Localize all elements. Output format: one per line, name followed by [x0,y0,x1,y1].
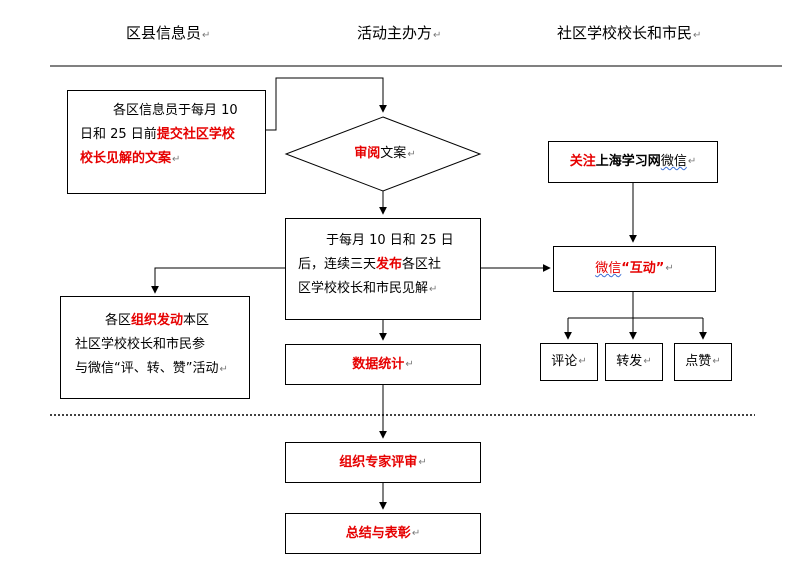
organize-line3: 与微信“评、转、赞”活动 [75,361,219,376]
header-principals-citizens-label: 社区学校校长和市民 [557,24,693,42]
header-county-informant-label: 区县信息员 [126,24,202,42]
stats-label: 数据统计 [352,356,405,372]
publish-line1: 于每月 10 日和 25 日 [326,233,454,248]
arrow-publish-to-organize [151,267,285,294]
submission-line2-highlight: 提交社区学校 [156,127,235,142]
organize-line1-post: 本区 [183,313,210,328]
return-mark: ↵ [172,154,181,165]
review-label-highlight: 审阅 [354,146,381,161]
expert-review-label: 组织专家评审 [339,454,418,470]
submission-box: 各区信息员于每月 10 日和 25 日前提交社区学校 校长见解的文案↵ [67,90,266,194]
header-organizer-label: 活动主办方 [357,24,433,42]
return-mark: ↵ [687,156,697,167]
return-mark: ↵ [407,149,416,160]
arrow-left-box-to-review [266,77,387,131]
comment-label: 评论 [551,354,578,369]
submission-line2-text: 日和 25 日前 [80,127,157,142]
return-mark: ↵ [712,356,721,367]
return-mark: ↵ [219,364,228,375]
submission-line3-highlight: 校长见解的文案 [80,151,172,166]
follow-highlight: 关注 [569,154,596,169]
comment-box: 评论↵ [540,343,598,381]
like-label: 点赞 [685,354,712,369]
like-box: 点赞↵ [674,343,732,381]
publish-line2-pre: 后，连续三天 [298,257,377,272]
return-mark: ↵ [693,30,702,41]
organize-line1-highlight: 组织发动 [131,313,184,328]
publish-line2-highlight: 发布 [376,257,403,272]
return-mark: ↵ [578,356,587,367]
return-mark: ↵ [665,263,674,274]
return-mark: ↵ [429,284,438,295]
submission-line1: 各区信息员于每月 10 [113,103,238,118]
summary-label: 总结与表彰 [345,525,411,541]
publish-line2-post: 各区社 [402,257,442,272]
return-mark: ↵ [411,527,421,539]
return-mark: ↵ [433,30,442,41]
return-mark: ↵ [202,30,211,41]
follow-wechat-box: 关注上海学习网微信↵ [548,141,718,183]
interact-box: 微信“互动”↵ [553,246,716,292]
expert-review-box: 组织专家评审↵ [285,442,481,483]
forward-box: 转发↵ [605,343,663,381]
header-principals-citizens: 社区学校校长和市民↵ [557,22,701,43]
follow-wechat: 微信 [660,154,687,169]
review-label: 审阅文案↵ [340,144,430,165]
stats-box: 数据统计↵ [285,344,481,385]
forward-label: 转发 [616,354,643,369]
header-organizer: 活动主办方↵ [357,22,441,43]
header-county-informant: 区县信息员↵ [126,22,210,43]
organize-line2: 社区学校校长和市民参 [75,337,206,352]
return-mark: ↵ [405,358,414,370]
organize-line1-pre: 各区 [105,313,132,328]
return-mark: ↵ [643,356,652,367]
follow-account: 上海学习网 [595,154,661,169]
interact-highlight: “互动” [621,261,665,276]
publish-line3: 区学校校长和市民见解 [298,281,429,296]
review-label-text: 文案 [380,146,407,161]
organize-box: 各区组织发动本区 社区学校校长和市民参 与微信“评、转、赞”活动↵ [60,296,250,399]
interact-wechat: 微信 [595,261,622,276]
publish-box: 于每月 10 日和 25 日 后，连续三天发布各区社 区学校校长和市民见解↵ [285,218,481,320]
summary-box: 总结与表彰↵ [285,513,481,554]
return-mark: ↵ [418,456,427,468]
